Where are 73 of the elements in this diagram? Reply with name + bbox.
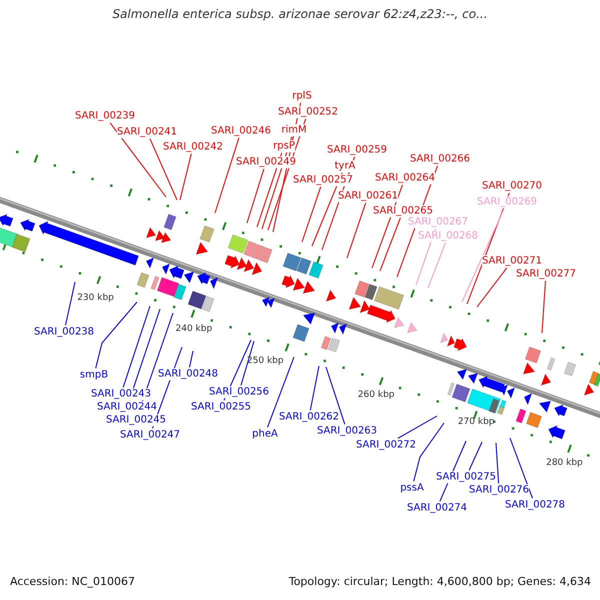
gene-label: pssA xyxy=(400,482,424,494)
gene-label: SARI_00274 xyxy=(406,502,468,514)
scale-label: 270 kbp xyxy=(458,416,494,427)
gene-label: SARI_00269 xyxy=(476,196,538,208)
gene-label: pheA xyxy=(252,428,278,440)
gene-label: rimM xyxy=(281,124,307,136)
gene-label: SARI_00243 xyxy=(90,388,152,400)
leader-line xyxy=(468,442,482,471)
leader-line xyxy=(189,350,194,368)
leader-line xyxy=(476,267,508,308)
gene-label: SARI_00267 xyxy=(408,216,468,228)
gene-label: SARI_00259 xyxy=(326,144,388,156)
leader-line xyxy=(397,416,438,439)
gene-label: SARI_00277 xyxy=(516,268,576,280)
scale-label: 280 kbp xyxy=(546,458,583,468)
gene-label: SARI_00252 xyxy=(278,106,338,118)
gene-label: SARI_00270 xyxy=(482,180,542,192)
leader-line xyxy=(510,438,533,499)
gene-label: SARI_00255 xyxy=(190,401,252,413)
gene-label: SARI_00244 xyxy=(96,401,158,413)
leader-line xyxy=(310,366,320,411)
gene-label: SARI_00265 xyxy=(372,205,434,217)
leader-line xyxy=(428,242,446,288)
leader-line xyxy=(95,302,138,369)
leader-line xyxy=(267,356,294,428)
leader-line xyxy=(496,442,500,484)
gene-label: SARI_00275 xyxy=(436,471,496,483)
gene-label: SARI_00249 xyxy=(236,156,296,168)
gene-label: SARI_00278 xyxy=(504,499,566,511)
leader-line xyxy=(413,422,444,482)
gene-label: SARI_00246 xyxy=(210,125,272,137)
gene-label: SARI_00263 xyxy=(316,425,378,437)
gene-label: tyrA xyxy=(334,160,356,172)
gene-label: SARI_00245 xyxy=(106,414,166,426)
gene-label: SARI_00264 xyxy=(374,172,436,184)
scale-label: 230 kbp xyxy=(77,292,114,304)
leader-line xyxy=(110,122,166,198)
gene-label: SARI_00247 xyxy=(120,429,180,441)
gene-label: SARI_00238 xyxy=(34,326,94,338)
footer-text: Topology: circular; Length: 4,600,800 bp; Genes: 4,634 xyxy=(288,576,591,589)
gene-label: SARI_00276 xyxy=(468,484,530,496)
leader-line xyxy=(214,137,240,214)
leader-line xyxy=(246,168,264,224)
gene-label: SARI_00268 xyxy=(418,230,478,242)
gene-label: rpsP xyxy=(273,140,295,152)
leader-line xyxy=(180,153,192,200)
gene-label: SARI_00241 xyxy=(116,126,178,138)
leader-line xyxy=(542,280,546,334)
leader-line xyxy=(122,306,150,388)
leader-line xyxy=(462,208,504,302)
footer-text: Accession: NC_010067 xyxy=(10,576,136,589)
gene-label: SARI_00257 xyxy=(292,174,354,186)
leader-line xyxy=(326,366,346,425)
leader-line xyxy=(302,186,322,242)
gene-label: SARI_00261 xyxy=(338,190,398,202)
leader-line xyxy=(240,340,254,386)
gene-label: SARI_00272 xyxy=(356,439,416,451)
gene-label: SARI_00239 xyxy=(74,110,136,122)
gene-label: SARI_00242 xyxy=(162,141,224,153)
gene-label: SARI_00262 xyxy=(278,411,340,423)
scale-label: 260 kbp xyxy=(358,390,394,400)
leader-line xyxy=(380,217,401,272)
gene-label: SARI_00248 xyxy=(158,368,218,380)
leader-line xyxy=(65,282,76,326)
scale-label: 240 kbp xyxy=(176,324,212,334)
leader-line xyxy=(346,202,366,258)
gene-label: SARI_00256 xyxy=(208,386,270,398)
leader-line xyxy=(150,138,178,200)
gene-label: rplS xyxy=(292,90,312,102)
diagram-title: Salmonella enterica subsp. arizonae serovar 62:z4,z23:--, co... xyxy=(111,8,489,22)
gene-label: SARI_00266 xyxy=(410,153,470,165)
gene-label: smpB xyxy=(80,369,108,381)
gene-label: SARI_00271 xyxy=(482,255,542,267)
